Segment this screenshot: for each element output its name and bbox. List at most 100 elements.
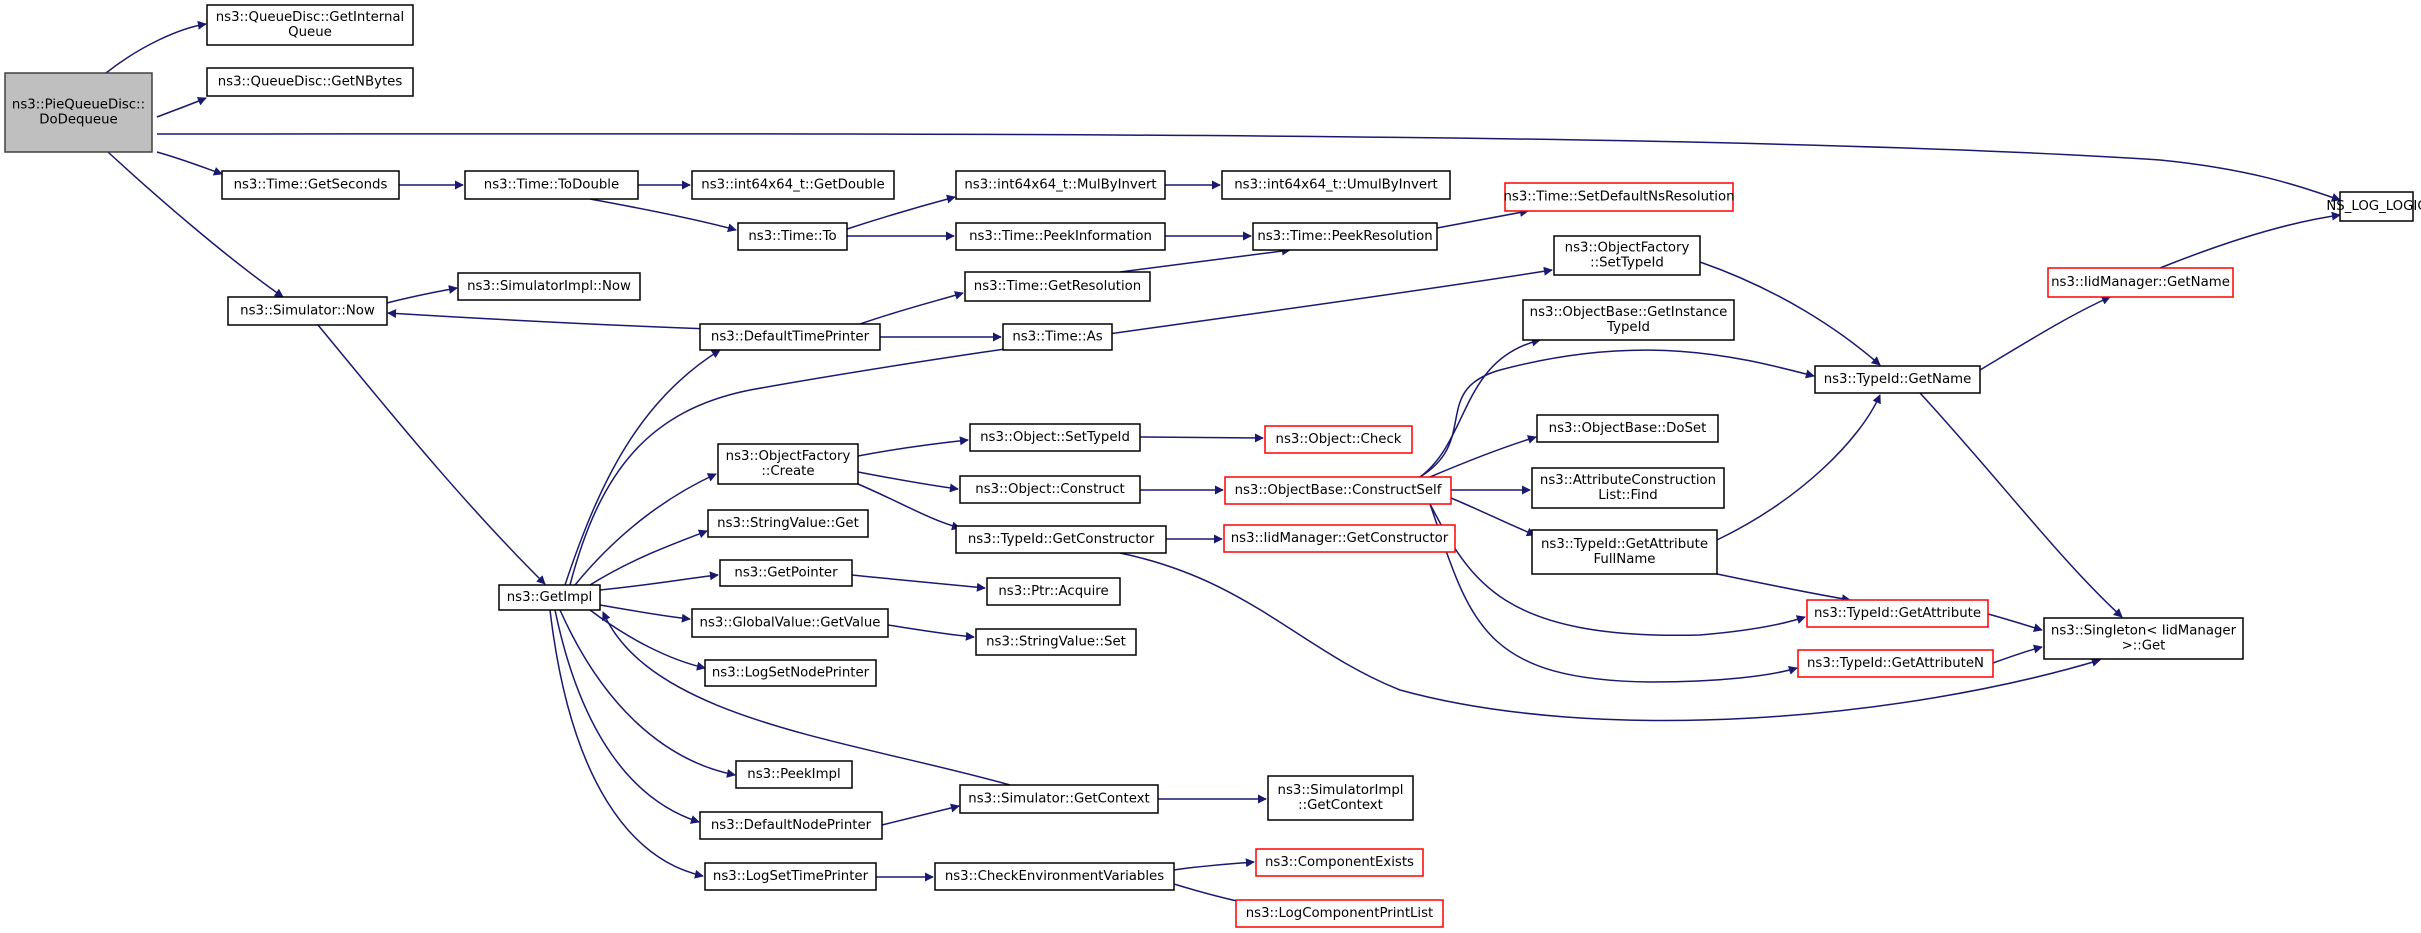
node-box: [1221, 170, 1451, 200]
node-defaulttimeprinter[interactable]: ns3::DefaultTimePrinter: [699, 323, 881, 351]
node-label: ns3::Time::PeekResolution: [1257, 229, 1432, 244]
node-label: ns3::Simulator::GetContext: [968, 792, 1149, 807]
node-label: ::Create: [761, 464, 814, 479]
node-typeid-getname[interactable]: ns3::TypeId::GetName: [1814, 365, 1981, 394]
node-label: ns3::Time::To: [748, 229, 836, 244]
node-box: [704, 659, 877, 687]
node-box: [1255, 848, 1424, 877]
node-label: ns3::Time::As: [1012, 330, 1102, 345]
node-getimpl[interactable]: ns3::GetImpl: [498, 584, 601, 611]
node-label: ns3::GetPointer: [734, 566, 838, 581]
node-object-construct[interactable]: ns3::Object::Construct: [959, 475, 1141, 504]
node-simulatorimpl-now[interactable]: ns3::SimulatorImpl::Now: [457, 272, 641, 301]
edge-simulator_getcontext-to-getimpl: [602, 611, 1011, 786]
edge-typeid_getname-to-iidmanager_getname: [1979, 296, 2111, 371]
node-time-as[interactable]: ns3::Time::As: [1002, 323, 1113, 351]
node-label: ns3::TypeId::GetName: [1824, 372, 1972, 387]
node-label: ns3::Object::Construct: [975, 482, 1124, 497]
node-box: [737, 222, 848, 251]
node-simulator-now[interactable]: ns3::Simulator::Now: [227, 296, 388, 326]
node-peekimpl[interactable]: ns3::PeekImpl: [735, 760, 853, 789]
node-time-getseconds[interactable]: ns3::Time::GetSeconds: [221, 170, 400, 200]
edge-object_settypeid-to-object_check: [1139, 433, 1264, 443]
node-label: ns3::LogSetTimePrinter: [713, 869, 869, 884]
edge-getimpl-to-stringvalue_get: [589, 529, 708, 586]
node-globalvalue-getvalue[interactable]: ns3::GlobalValue::GetValue: [691, 608, 889, 638]
node-label: ns3::Time::GetResolution: [974, 279, 1141, 294]
node-getpointer[interactable]: ns3::GetPointer: [719, 559, 853, 587]
node-time-setdefaultnsres[interactable]: ns3::Time::SetDefaultNsResolution: [1503, 182, 1735, 212]
node-simulatorimpl-getcontext[interactable]: ns3::SimulatorImpl::GetContext: [1267, 775, 1414, 821]
node-defaultnodeprinter[interactable]: ns3::DefaultNodePrinter: [699, 811, 883, 840]
node-objectfactory-create[interactable]: ns3::ObjectFactory::Create: [717, 443, 859, 485]
node-label: ns3::PieQueueDisc::: [12, 98, 145, 113]
node-label: ns3::Ptr::Acquire: [998, 584, 1108, 599]
node-componentexists[interactable]: ns3::ComponentExists: [1255, 848, 1424, 877]
edge-defaultnodeprinter-to-simulator_getcontext: [881, 803, 960, 826]
node-objectfactory-settypeid[interactable]: ns3::ObjectFactory::SetTypeId: [1553, 235, 1701, 276]
node-label: ns3::QueueDisc::GetNBytes: [218, 75, 403, 90]
node-object-settypeid[interactable]: ns3::Object::SetTypeId: [969, 423, 1141, 452]
node-time-to[interactable]: ns3::Time::To: [737, 222, 848, 251]
node-objectbase-dosset[interactable]: ns3::ObjectBase::DoSet: [1536, 414, 1719, 443]
node-box: [717, 443, 859, 485]
node-time-getresolution[interactable]: ns3::Time::GetResolution: [964, 271, 1151, 302]
node-box: [986, 577, 1121, 606]
node-box: [1536, 414, 1719, 443]
node-object-check[interactable]: ns3::Object::Check: [1264, 425, 1413, 454]
node-typeid-getattribute[interactable]: ns3::TypeId::GetAttribute: [1806, 599, 1989, 628]
node-box: [457, 272, 641, 301]
node-int64-getdouble[interactable]: ns3::int64x64_t::GetDouble: [691, 170, 895, 200]
node-int64-umulbyinvert[interactable]: ns3::int64x64_t::UmulByInvert: [1221, 170, 1451, 200]
node-box: [1531, 529, 1718, 575]
node-objectbase-constructself[interactable]: ns3::ObjectBase::ConstructSelf: [1224, 476, 1452, 505]
node-label: ns3::TypeId::GetAttribute: [1541, 537, 1708, 552]
edge-typeid_getattributen-to-singleton_get: [1992, 644, 2043, 664]
node-box: [735, 760, 853, 789]
edge-getimpl-to-objectfactory_settypeid: [569, 266, 1553, 586]
node-logcomponentprintlist[interactable]: ns3::LogComponentPrintList: [1235, 899, 1444, 928]
node-typeid-getconstructor[interactable]: ns3::TypeId::GetConstructor: [955, 525, 1167, 554]
edge-getimpl-to-objectfactory_create: [574, 473, 717, 586]
edge-getimpl-to-getpointer: [599, 571, 719, 591]
node-label: ns3::GlobalValue::GetValue: [700, 616, 881, 631]
node-logsetnodeprinter[interactable]: ns3::LogSetNodePrinter: [704, 659, 877, 687]
node-label: >::Get: [2122, 639, 2166, 654]
node-stringvalue-get[interactable]: ns3::StringValue::Get: [707, 509, 869, 538]
node-box: [498, 584, 601, 611]
node-logsettimeprinter[interactable]: ns3::LogSetTimePrinter: [704, 862, 877, 891]
node-int64-mulbyinvert[interactable]: ns3::int64x64_t::MulByInvert: [955, 170, 1166, 200]
node-root[interactable]: ns3::PieQueueDisc::DoDequeue: [4, 72, 153, 153]
node-iidmanager-getname[interactable]: ns3::IidManager::GetName: [2047, 267, 2234, 298]
node-typeid-getattributen[interactable]: ns3::TypeId::GetAttributeN: [1797, 649, 1994, 678]
edge-defaulttimeprinter-to-time_getresolution: [859, 291, 964, 325]
node-simulator-getcontext[interactable]: ns3::Simulator::GetContext: [959, 784, 1159, 814]
node-box: [934, 862, 1175, 891]
node-time-todouble[interactable]: ns3::Time::ToDouble: [464, 170, 639, 200]
node-stringvalue-set[interactable]: ns3::StringValue::Set: [975, 628, 1137, 656]
node-iidmanager-getconstructor[interactable]: ns3::IidManager::GetConstructor: [1223, 524, 1456, 553]
node-box: [959, 475, 1141, 504]
edge-objectbase_constructself-to-typeid_getattributen: [1429, 503, 1798, 683]
node-label: ns3::PeekImpl: [747, 767, 840, 782]
edge-checkenvvars-to-componentexists: [1173, 858, 1255, 871]
node-label: ns3::IidManager::GetConstructor: [1231, 531, 1449, 546]
node-checkenvvars[interactable]: ns3::CheckEnvironmentVariables: [934, 862, 1175, 891]
node-box: [707, 509, 869, 538]
node-ptr-acquire[interactable]: ns3::Ptr::Acquire: [986, 577, 1121, 606]
call-edges: [105, 20, 2341, 908]
node-time-peekresolution[interactable]: ns3::Time::PeekResolution: [1252, 222, 1438, 251]
node-label: ns3::Simulator::Now: [240, 304, 375, 319]
node-time-peekinformation[interactable]: ns3::Time::PeekInformation: [955, 222, 1166, 251]
node-singleton-get[interactable]: ns3::Singleton< IidManager>::Get: [2043, 617, 2244, 660]
node-getnbytes[interactable]: ns3::QueueDisc::GetNBytes: [206, 67, 414, 97]
node-label: ns3::Time::SetDefaultNsResolution: [1503, 190, 1734, 205]
node-label: ns3::ObjectBase::ConstructSelf: [1235, 483, 1442, 498]
edge-time_todouble-to-time_to: [589, 198, 737, 233]
node-ns-log-logic[interactable]: NS_LOG_LOGIC: [2326, 191, 2421, 222]
node-box: [1522, 299, 1735, 341]
